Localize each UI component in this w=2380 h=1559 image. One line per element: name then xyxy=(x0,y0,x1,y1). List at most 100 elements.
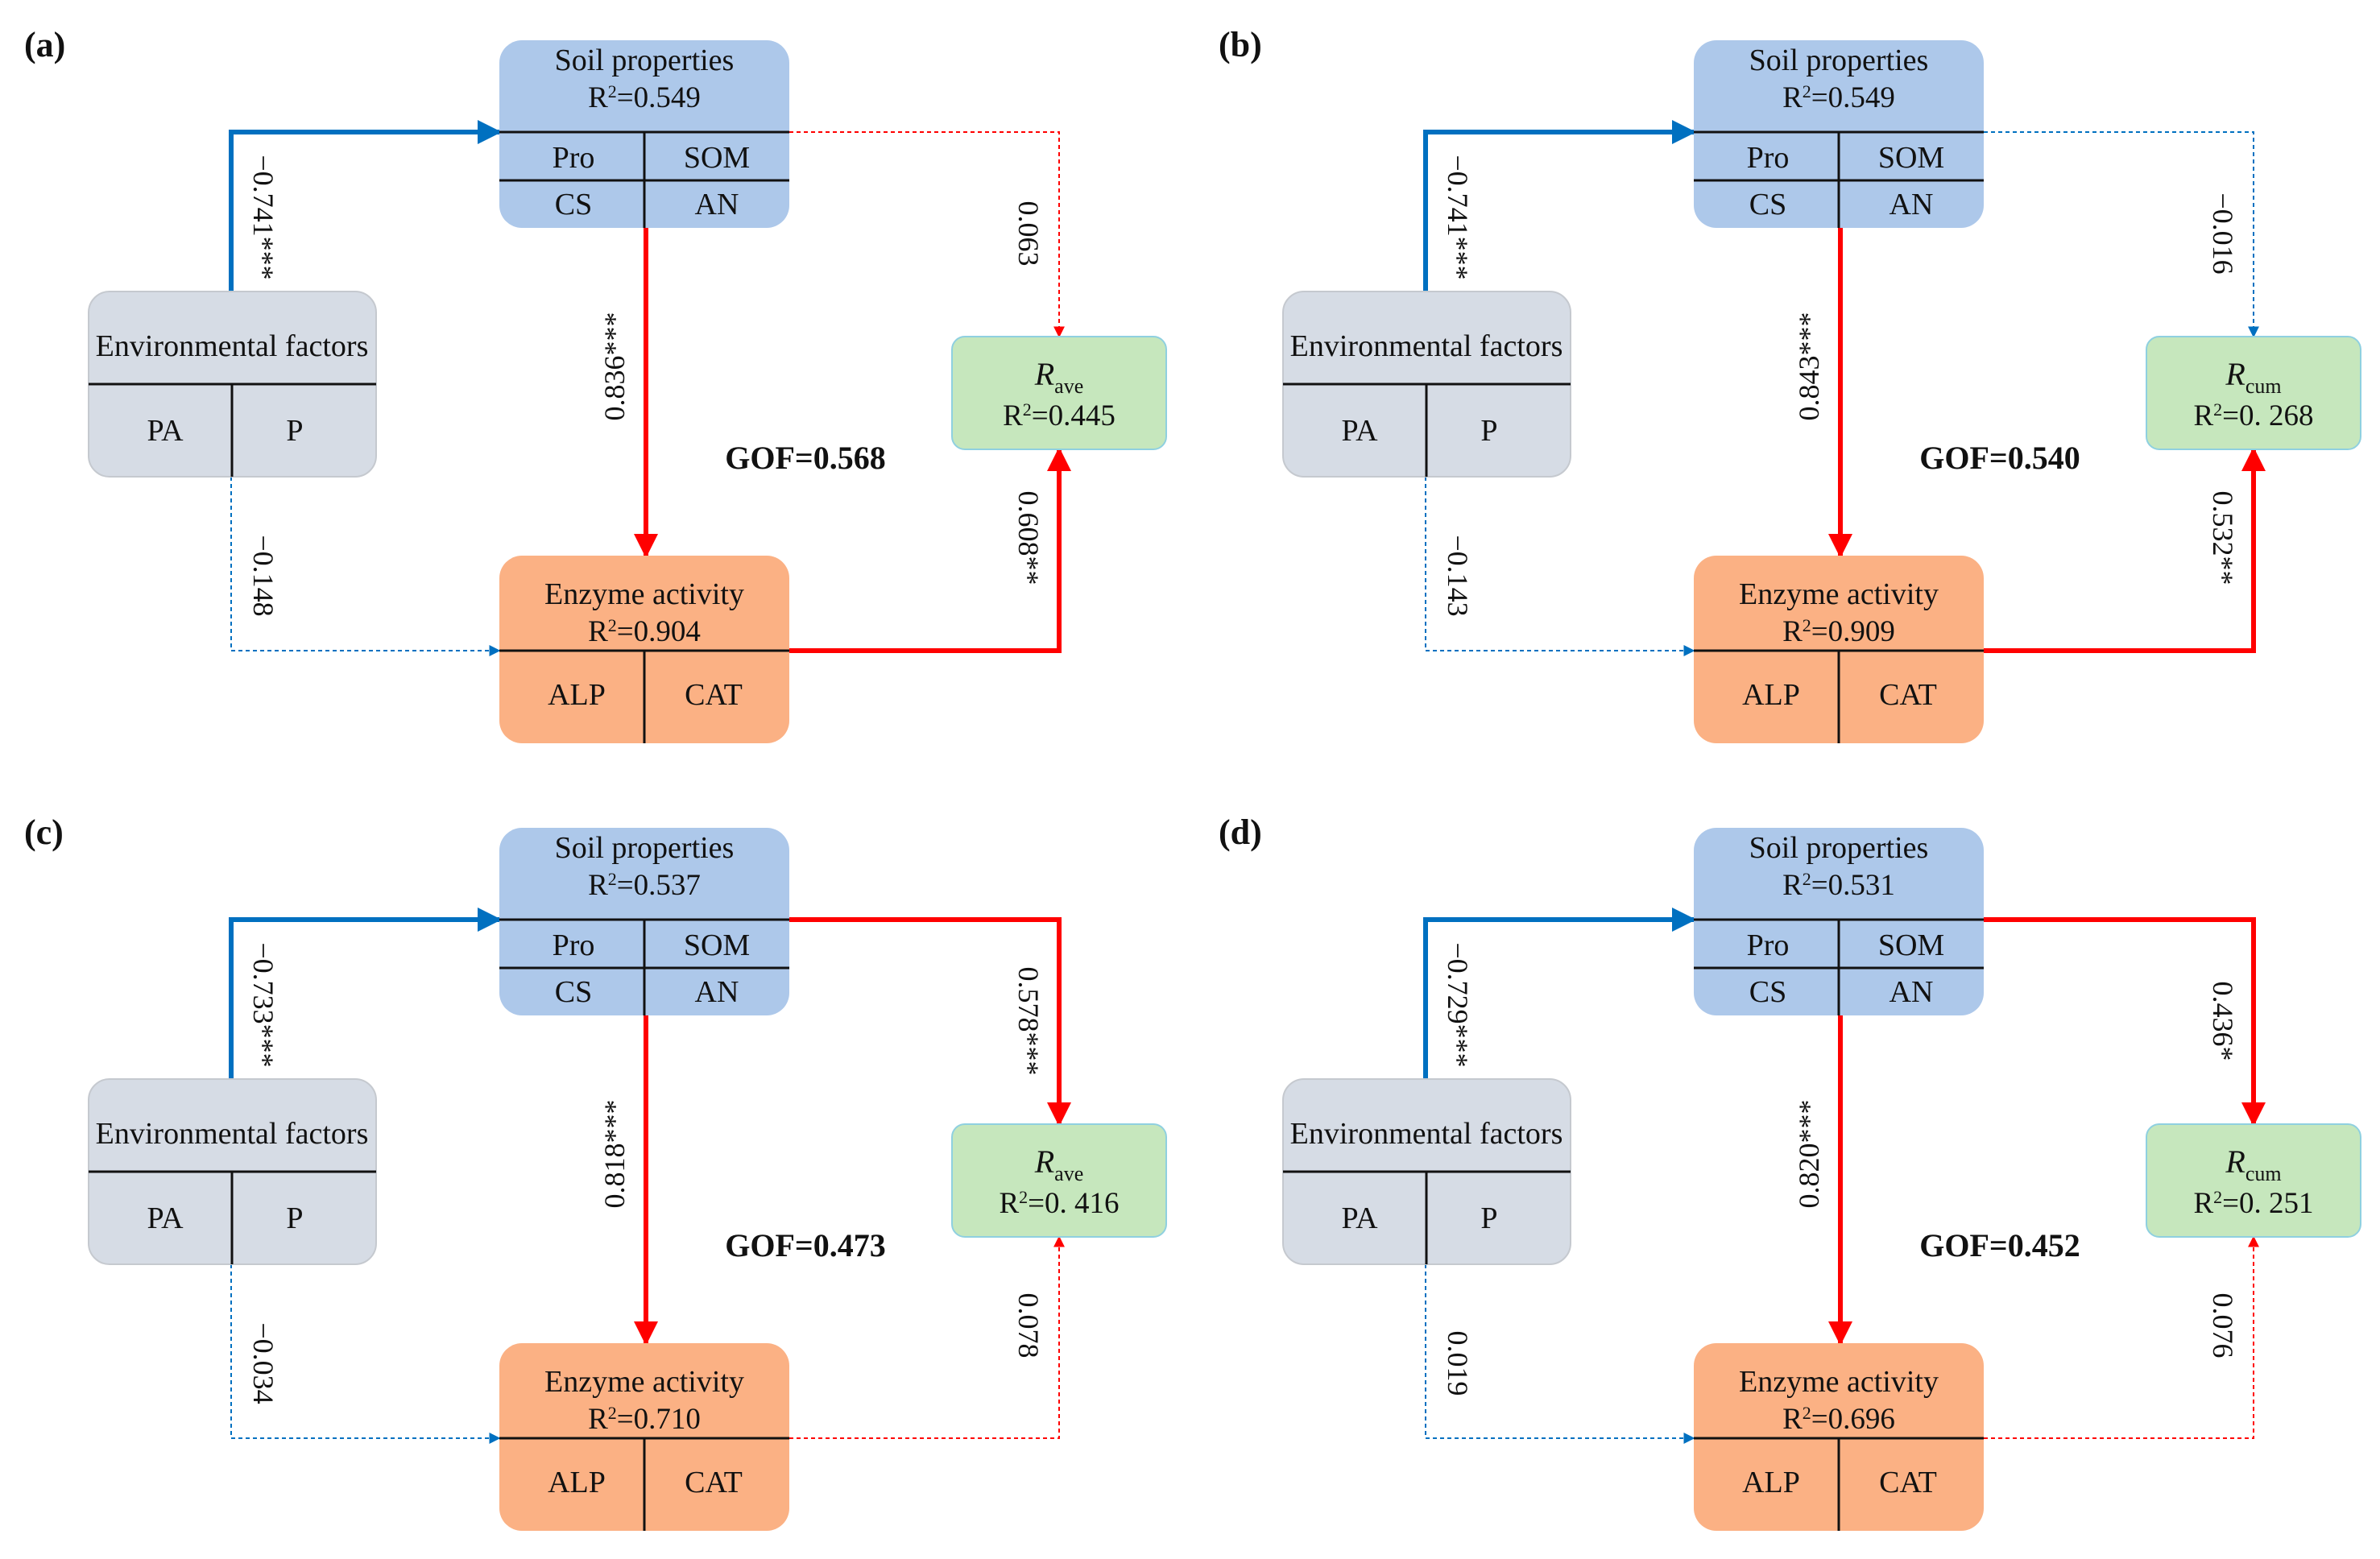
coef-env-enzyme: 0.019 xyxy=(1442,1331,1474,1396)
gof-value: GOF=0.568 xyxy=(725,440,885,476)
env-cell-pa: PA xyxy=(147,1201,184,1235)
coef-env-soil: −0.729*** xyxy=(1442,942,1474,1067)
panel-c: (c) −0.733*** −0.034 0.818*** 0.578*** 0… xyxy=(24,813,1167,1531)
response-r2: R2=0.445 xyxy=(1003,399,1115,433)
coef-enzyme-response: 0.608** xyxy=(1012,491,1045,585)
soil-properties-box: Soil properties R2=0.537 Pro SOM CS AN xyxy=(499,828,789,1015)
enzyme-r2: R2=0.696 xyxy=(1782,1403,1895,1437)
path-enzyme-to-response xyxy=(1984,447,2266,653)
soil-cell-cs: CS xyxy=(555,975,592,1009)
soil-cell-an: AN xyxy=(695,975,739,1009)
soil-r2: R2=0.549 xyxy=(1782,81,1895,115)
enzyme-activity-box: Enzyme activity R2=0.904 ALP CAT xyxy=(499,556,789,743)
path-soil-to-response xyxy=(1984,131,2259,338)
response-box: Rave R2=0. 416 xyxy=(951,1123,1167,1238)
response-box: Rave R2=0.445 xyxy=(951,336,1167,450)
soil-title: Soil properties xyxy=(1749,43,1929,77)
soil-title: Soil properties xyxy=(555,43,735,77)
coef-env-soil: −0.741*** xyxy=(1442,155,1474,279)
path-soil-to-response xyxy=(789,131,1065,338)
enzyme-activity-box: Enzyme activity R2=0.909 ALP CAT xyxy=(1694,556,1984,743)
response-r2: R2=0. 251 xyxy=(2193,1187,2313,1221)
enzyme-activity-box: Enzyme activity R2=0.696 ALP CAT xyxy=(1694,1343,1984,1531)
path-soil-to-response xyxy=(1984,917,2266,1127)
soil-cell-som: SOM xyxy=(1878,928,1944,962)
coef-soil-response: 0.063 xyxy=(1012,201,1045,267)
path-env-to-enzyme xyxy=(230,477,501,656)
coef-env-enzyme: −0.148 xyxy=(247,535,279,616)
enzyme-title: Enzyme activity xyxy=(1739,1365,1939,1399)
soil-cell-cs: CS xyxy=(555,188,592,221)
soil-title: Soil properties xyxy=(555,831,735,865)
coef-env-enzyme: −0.143 xyxy=(1442,535,1474,616)
path-env-to-enzyme xyxy=(1425,1264,1695,1444)
env-cell-pa: PA xyxy=(147,414,184,448)
gof-value: GOF=0.473 xyxy=(725,1227,885,1263)
soil-properties-box: Soil properties R2=0.549 Pro SOM CS AN xyxy=(499,40,789,228)
soil-cell-cs: CS xyxy=(1749,188,1786,221)
enzyme-r2: R2=0.909 xyxy=(1782,615,1895,649)
coef-soil-enzyme: 0.820*** xyxy=(1793,1100,1825,1209)
soil-cell-pro: Pro xyxy=(553,928,595,962)
soil-properties-box: Soil properties R2=0.549 Pro SOM CS AN xyxy=(1694,40,1984,228)
enzyme-cell-alp: ALP xyxy=(548,1466,606,1499)
soil-cell-pro: Pro xyxy=(1747,928,1790,962)
soil-cell-cs: CS xyxy=(1749,975,1786,1009)
path-env-to-soil xyxy=(1423,120,1696,292)
coef-soil-enzyme: 0.843*** xyxy=(1793,312,1825,421)
environmental-factors-box: Environmental factors PA P xyxy=(1282,291,1571,478)
env-cell-pa: PA xyxy=(1341,1201,1378,1235)
coef-enzyme-response: 0.078 xyxy=(1012,1293,1045,1358)
coef-soil-enzyme: 0.818*** xyxy=(598,1100,631,1209)
response-box: Rcum R2=0. 268 xyxy=(2146,336,2361,450)
response-symbol: Rcum xyxy=(2225,1143,2281,1185)
soil-cell-pro: Pro xyxy=(1747,141,1790,175)
path-env-to-soil xyxy=(1423,908,1696,1079)
enzyme-cell-alp: ALP xyxy=(1742,1466,1800,1499)
path-env-to-soil xyxy=(229,908,502,1079)
path-env-to-enzyme xyxy=(230,1264,501,1444)
enzyme-cell-cat: CAT xyxy=(685,1466,743,1499)
panel-label: (d) xyxy=(1219,813,1262,852)
coef-env-soil: −0.741*** xyxy=(247,155,279,279)
env-title: Environmental factors xyxy=(96,1117,369,1151)
path-env-to-soil xyxy=(229,120,502,292)
gof-value: GOF=0.452 xyxy=(1919,1227,2080,1263)
path-enzyme-to-response xyxy=(789,447,1071,653)
soil-r2: R2=0.531 xyxy=(1782,869,1895,903)
enzyme-r2: R2=0.710 xyxy=(588,1403,701,1437)
env-cell-p: P xyxy=(1480,1201,1497,1235)
env-title: Environmental factors xyxy=(1290,1117,1563,1151)
soil-properties-box: Soil properties R2=0.531 Pro SOM CS AN xyxy=(1694,828,1984,1015)
enzyme-activity-box: Enzyme activity R2=0.710 ALP CAT xyxy=(499,1343,789,1531)
soil-r2: R2=0.549 xyxy=(588,81,701,115)
panel-d: (d) −0.729*** 0.019 0.820*** 0.436* 0.07… xyxy=(1219,813,2361,1531)
soil-title: Soil properties xyxy=(1749,831,1929,865)
response-symbol: Rave xyxy=(1034,356,1084,398)
soil-cell-an: AN xyxy=(695,188,739,221)
env-title: Environmental factors xyxy=(1290,329,1563,363)
env-cell-p: P xyxy=(286,1201,303,1235)
environmental-factors-box: Environmental factors PA P xyxy=(88,291,377,478)
enzyme-title: Enzyme activity xyxy=(544,577,744,611)
panel-b: (b) −0.741*** −0.143 0.843*** −0.016 0.5… xyxy=(1219,25,2361,743)
path-env-to-enzyme xyxy=(1425,477,1695,656)
env-cell-pa: PA xyxy=(1341,414,1378,448)
enzyme-cell-alp: ALP xyxy=(548,678,606,712)
response-symbol: Rave xyxy=(1034,1143,1084,1185)
gof-value: GOF=0.540 xyxy=(1919,440,2080,476)
coef-enzyme-response: 0.532** xyxy=(2207,491,2239,585)
env-cell-p: P xyxy=(1480,414,1497,448)
environmental-factors-box: Environmental factors PA P xyxy=(1282,1078,1571,1265)
response-symbol: Rcum xyxy=(2225,356,2281,398)
enzyme-cell-cat: CAT xyxy=(1879,678,1937,712)
enzyme-r2: R2=0.904 xyxy=(588,615,701,649)
coef-soil-response: −0.016 xyxy=(2207,192,2239,274)
soil-cell-an: AN xyxy=(1890,188,1934,221)
coef-env-soil: −0.733*** xyxy=(247,942,279,1067)
coef-enzyme-response: 0.076 xyxy=(2207,1293,2239,1358)
env-cell-p: P xyxy=(286,414,303,448)
path-soil-to-response xyxy=(789,917,1071,1127)
panel-label: (c) xyxy=(24,813,64,852)
